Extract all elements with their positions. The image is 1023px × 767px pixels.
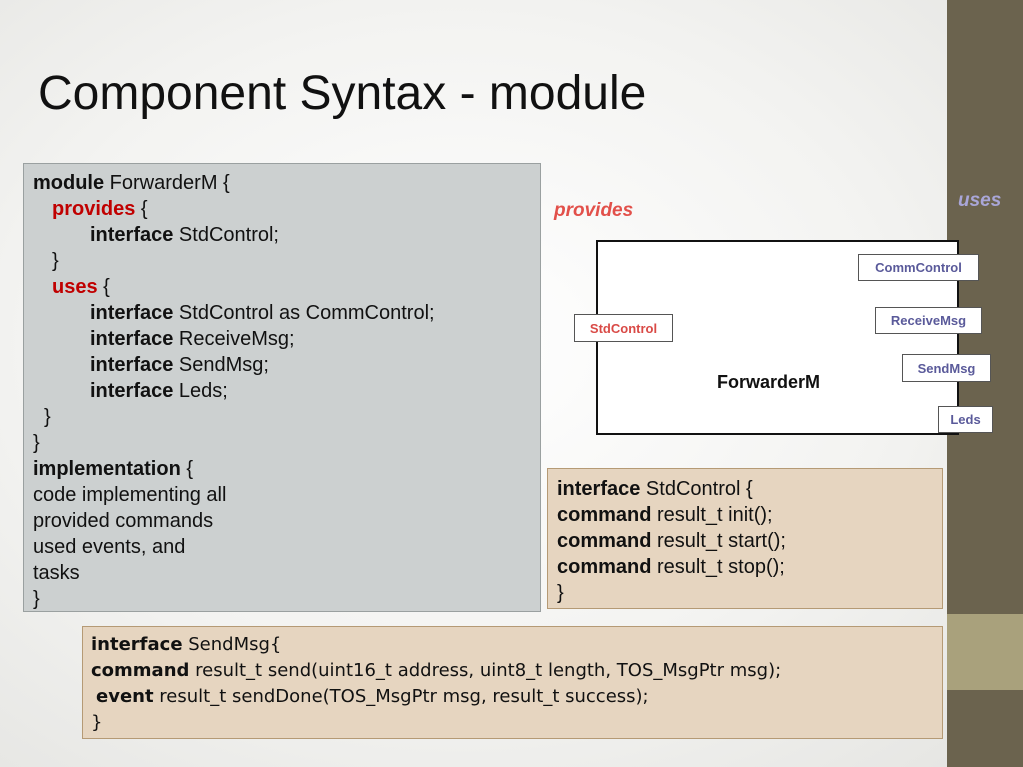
sendmsg-interface-panel: [82, 626, 943, 739]
sendmsg-line: command result_t send(uint16_t address, …: [91, 658, 781, 684]
code-line-module: module ForwarderM {: [33, 170, 230, 196]
code-line-used-interface: interface Leds;: [90, 378, 228, 404]
keyword-interface: interface: [557, 478, 641, 500]
module-code-panel: [23, 163, 541, 612]
keyword-interface: interface: [90, 302, 174, 324]
code-line-used-interface: interface SendMsg;: [90, 352, 269, 378]
sendmsg-line: }: [91, 712, 103, 733]
code-line-close-implementation: }: [33, 588, 40, 610]
code-text: StdControl;: [173, 224, 279, 246]
keyword-interface: interface: [90, 224, 174, 246]
port-sendmsg: SendMsg: [902, 354, 991, 382]
code-line-comment: provided commands: [33, 510, 214, 532]
port-commcontrol: CommControl: [858, 254, 979, 281]
code-text: result_t send(uint16_t address, uint8_t …: [189, 660, 782, 681]
keyword-uses: uses: [52, 276, 98, 298]
port-stdcontrol: StdControl: [574, 314, 673, 342]
code-line-close-provides: }: [52, 250, 59, 272]
code-text: ForwarderM {: [104, 172, 230, 194]
code-text: Leds;: [173, 380, 228, 402]
code-text: ReceiveMsg;: [173, 328, 295, 350]
keyword-command: command: [557, 530, 652, 552]
code-line-comment: tasks: [33, 562, 80, 584]
keyword-command: command: [91, 660, 190, 681]
code-text: {: [97, 276, 110, 298]
code-line-used-interface: interface ReceiveMsg;: [90, 326, 295, 352]
slide-title: Component Syntax - module: [38, 67, 647, 120]
code-text: StdControl {: [640, 478, 753, 500]
uses-label: uses: [958, 190, 1002, 211]
std-line: }: [557, 582, 564, 604]
code-line-comment: used events, and: [33, 536, 186, 558]
std-line: command result_t start();: [557, 528, 786, 554]
keyword-interface: interface: [91, 634, 183, 655]
code-line-implementation: implementation {: [33, 456, 193, 482]
keyword-interface: interface: [90, 380, 174, 402]
code-line-close-module: }: [33, 432, 40, 454]
keyword-implementation: implementation: [33, 458, 181, 480]
std-line: interface StdControl {: [557, 476, 753, 502]
code-line-provided-interface: interface StdControl;: [90, 222, 279, 248]
keyword-provides: provides: [52, 198, 136, 220]
code-text: SendMsg{: [182, 634, 282, 655]
std-line: command result_t init();: [557, 502, 773, 528]
code-text: result_t init();: [651, 504, 773, 526]
code-line-uses: uses {: [52, 274, 110, 300]
keyword-command: command: [557, 504, 652, 526]
keyword-event: event: [96, 686, 154, 707]
code-text: {: [180, 458, 194, 480]
sidebar-accent-band: [947, 614, 1023, 690]
keyword-interface: interface: [90, 354, 174, 376]
code-text: result_t start();: [651, 530, 786, 552]
stdcontrol-interface-panel: [547, 468, 943, 609]
sendmsg-line: interface SendMsg{: [91, 632, 281, 658]
code-line-close-uses: }: [44, 406, 51, 428]
std-line: command result_t stop();: [557, 554, 785, 580]
component-name: ForwarderM: [717, 372, 821, 392]
port-leds: Leds: [938, 406, 993, 433]
code-text: StdControl as CommControl;: [173, 302, 435, 324]
code-line-used-interface: interface StdControl as CommControl;: [90, 300, 435, 326]
provides-label: provides: [554, 200, 634, 221]
code-line-comment: code implementing all: [33, 484, 227, 506]
code-text: SendMsg;: [173, 354, 269, 376]
keyword-interface: interface: [90, 328, 174, 350]
code-text: result_t stop();: [651, 556, 785, 578]
code-line-provides: provides {: [52, 196, 148, 222]
code-text: result_t sendDone(TOS_MsgPtr msg, result…: [153, 686, 649, 707]
keyword-module: module: [33, 172, 105, 194]
keyword-command: command: [557, 556, 652, 578]
port-receivemsg: ReceiveMsg: [875, 307, 982, 334]
sendmsg-line: event result_t sendDone(TOS_MsgPtr msg, …: [96, 684, 649, 710]
code-text: {: [135, 198, 148, 220]
